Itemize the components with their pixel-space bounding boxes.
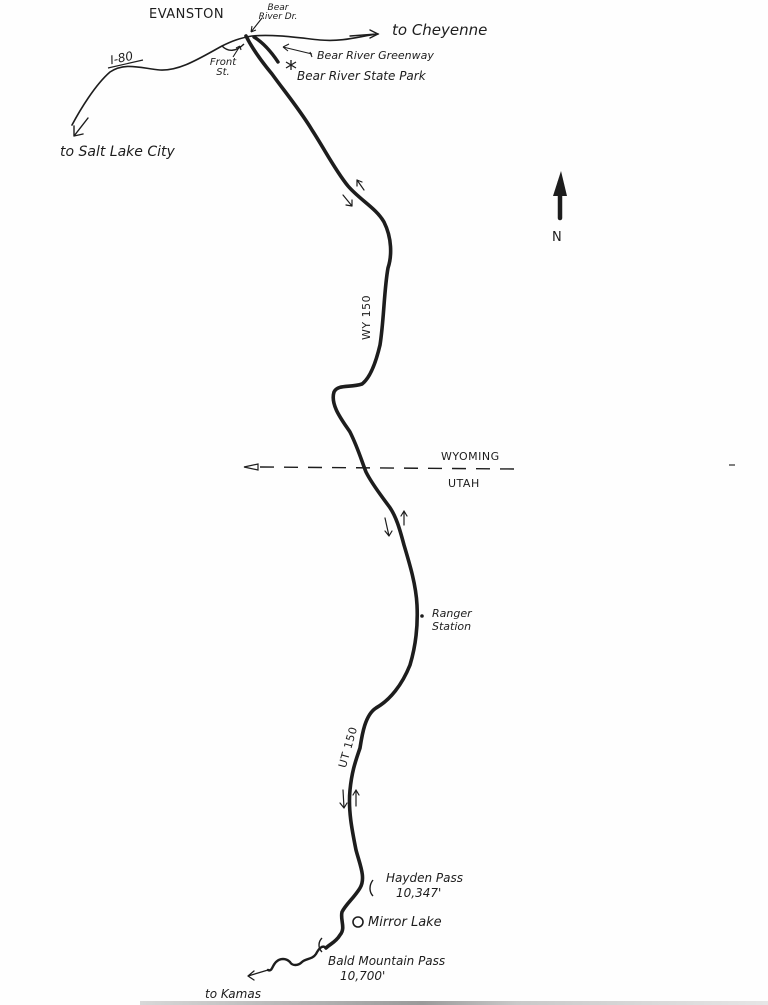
arrow-southwest-icon bbox=[247, 969, 269, 981]
asterisk-icon bbox=[285, 60, 297, 70]
greenway-pointer-icon bbox=[282, 43, 313, 58]
poi-ranger-station[interactable]: Ranger Station bbox=[432, 607, 492, 633]
mirror-lake-icon bbox=[352, 916, 364, 928]
destination-cheyenne[interactable]: to Cheyenne bbox=[392, 21, 488, 39]
hayden-pass-elevation: 10,347' bbox=[396, 886, 442, 900]
border-arrow-icon bbox=[243, 463, 259, 471]
state-border-line bbox=[259, 466, 515, 470]
poi-mirror-lake[interactable]: Mirror Lake bbox=[368, 915, 442, 930]
front-st-pointer-icon bbox=[232, 45, 242, 58]
wy150-label: WY 150 bbox=[360, 294, 373, 340]
state-label-utah: UTAH bbox=[448, 477, 480, 490]
ranger-station-label: Ranger Station bbox=[432, 607, 472, 634]
front-street-road bbox=[221, 43, 245, 51]
north-arrow-icon bbox=[553, 171, 567, 221]
arrow-east-icon bbox=[349, 29, 380, 39]
switchback-road bbox=[266, 945, 328, 972]
bear-river-dr-pointer-icon bbox=[250, 17, 263, 33]
highway-150-route bbox=[244, 34, 420, 950]
bear-river-drive-label: Bear River Dr. bbox=[258, 3, 298, 22]
direction-arrows-ut-south bbox=[339, 789, 360, 809]
compass-north-label: N bbox=[552, 230, 563, 245]
state-label-wyoming: WYOMING bbox=[441, 450, 500, 463]
destination-kamas[interactable]: to Kamas bbox=[205, 987, 261, 1001]
direction-arrows-ut-north bbox=[384, 510, 408, 537]
hayden-pass-name: Hayden Pass bbox=[386, 871, 463, 885]
i80-road bbox=[71, 33, 379, 126]
bald-mountain-pass-elevation: 10,700' bbox=[340, 969, 386, 983]
hayden-pass-icon bbox=[369, 879, 374, 897]
front-street-label: Front St. bbox=[209, 57, 237, 78]
poi-bear-river-greenway[interactable]: Bear River Greenway bbox=[317, 49, 434, 62]
ranger-station-dot-icon bbox=[420, 614, 424, 618]
poi-hayden-pass[interactable]: Hayden Pass 10,347' bbox=[386, 872, 463, 899]
city-label-evanston: EVANSTON bbox=[149, 7, 225, 22]
scanner-edge bbox=[140, 1001, 768, 1005]
poi-bald-mountain-pass[interactable]: Bald Mountain Pass 10,700' bbox=[328, 955, 445, 982]
destination-salt-lake-city[interactable]: to Salt Lake City bbox=[60, 144, 175, 160]
direction-arrows-wy bbox=[342, 179, 365, 207]
arrow-west-icon bbox=[73, 117, 89, 137]
bear-river-drive-road bbox=[252, 35, 280, 64]
i80-label-underline bbox=[107, 59, 144, 69]
bald-mountain-pass-icon bbox=[318, 937, 323, 953]
bald-mountain-pass-name: Bald Mountain Pass bbox=[328, 954, 446, 968]
poi-bear-river-state-park[interactable]: Bear River State Park bbox=[297, 69, 426, 83]
